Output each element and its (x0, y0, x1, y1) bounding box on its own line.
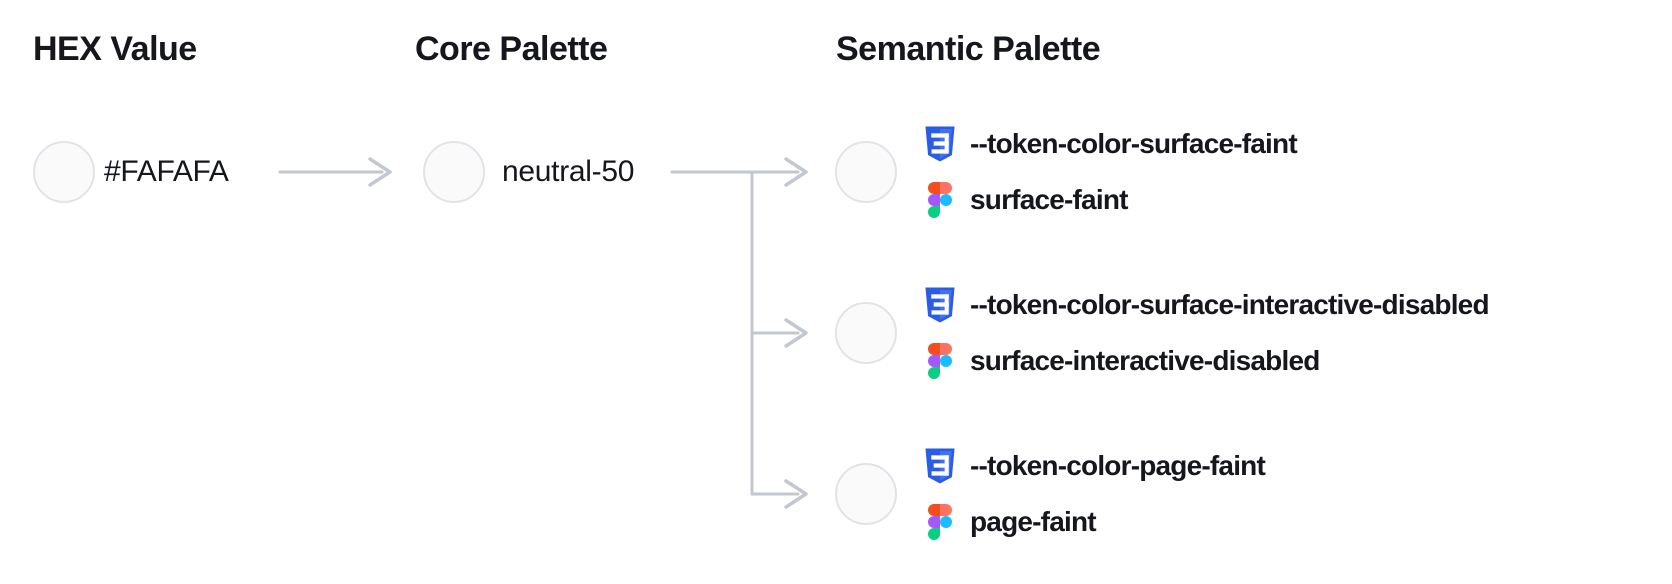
figma-logo-icon (924, 504, 956, 540)
css3-shield-icon (924, 448, 956, 484)
semantic-color-swatch (835, 141, 897, 203)
css3-shield-icon (924, 126, 956, 162)
figma-token-line: page-faint (924, 504, 1265, 540)
arrowhead-bottom (784, 479, 808, 509)
css-token-line: --token-color-page-faint (924, 448, 1266, 484)
css3-shield-icon (924, 287, 956, 323)
css-token-line: --token-color-surface-interactive-disabl… (924, 287, 1490, 323)
figma-logo-icon (924, 343, 956, 379)
arrowhead-hex-to-core (368, 157, 392, 187)
semantic-token-row: --token-color-page-faint page-faint (924, 448, 1266, 540)
semantic-color-swatch (835, 463, 897, 525)
figma-token-label: surface-interactive-disabled (970, 345, 1320, 376)
semantic-color-swatch (835, 302, 897, 364)
css-variable-label: --token-color-page-faint (970, 450, 1266, 481)
css-variable-label: --token-color-surface-faint (970, 128, 1298, 159)
column-header-core-palette: Core Palette (415, 30, 608, 68)
figma-token-label: surface-faint (970, 184, 1128, 215)
column-header-hex-value: HEX Value (33, 30, 197, 68)
figma-token-line: surface-interactive-disabled (924, 343, 1489, 379)
arrowhead-top (784, 157, 808, 187)
figma-token-label: page-faint (970, 506, 1097, 537)
figma-logo-icon (924, 182, 956, 218)
core-color-swatch (423, 141, 485, 203)
hex-color-swatch (33, 141, 95, 203)
core-token-label: neutral-50 (502, 155, 635, 188)
semantic-token-row: --token-color-surface-faint surface-fain… (924, 126, 1298, 218)
figma-token-line: surface-faint (924, 182, 1297, 218)
column-header-semantic-palette: Semantic Palette (836, 30, 1101, 68)
hex-value-label: #FAFAFA (104, 155, 229, 188)
css-token-line: --token-color-surface-faint (924, 126, 1298, 162)
arrowhead-mid (784, 318, 808, 348)
semantic-token-row: --token-color-surface-interactive-disabl… (924, 287, 1490, 379)
css-variable-label: --token-color-surface-interactive-disabl… (970, 289, 1490, 320)
